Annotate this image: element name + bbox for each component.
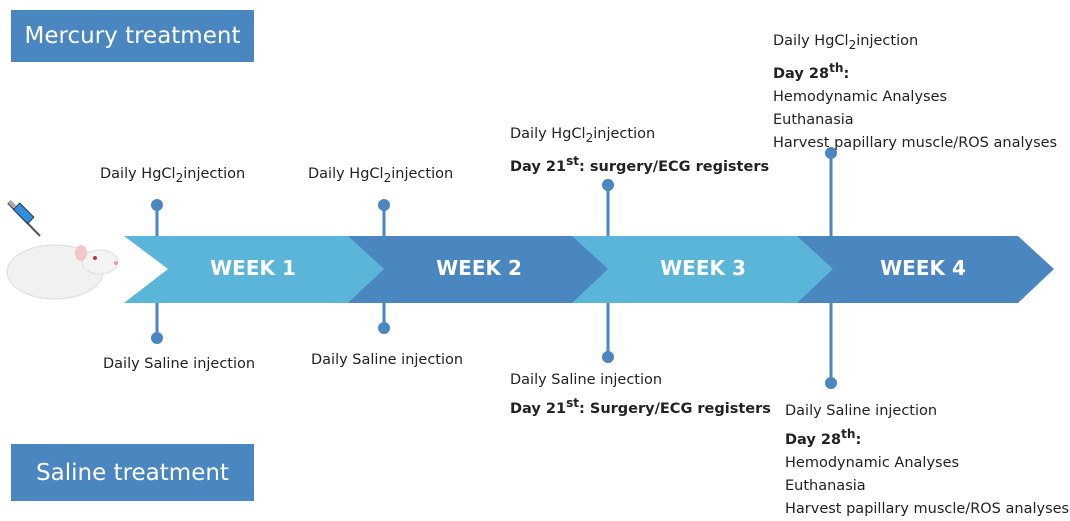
- week1-hg-text: Daily HgCl2injection: [100, 166, 246, 185]
- week-4-label: WEEK 4: [880, 256, 966, 280]
- week2-hg-text: Daily HgCl2injection: [308, 166, 454, 185]
- week3-saline-text: Daily Saline injection Day 21st: Surgery…: [510, 372, 771, 417]
- timeline-graphic: [6, 147, 1054, 389]
- saline-treatment-label: Saline treatment: [11, 444, 254, 501]
- week2-saline-text: Daily Saline injection: [311, 352, 464, 368]
- week-4-arrow: [797, 236, 1054, 303]
- week-1-arrow: [124, 236, 388, 303]
- rat-image: [6, 244, 119, 300]
- mercury-treatment-label: Mercury treatment: [11, 10, 254, 62]
- week4-saline-text: Daily Saline injection Day 28th: Hemodyn…: [785, 403, 1070, 517]
- week-1-label: WEEK 1: [210, 256, 296, 280]
- week3-hg-text: Daily HgCl2injection Day 21st: surgery/E…: [510, 126, 770, 175]
- week-2-label: WEEK 2: [436, 256, 522, 280]
- week1-saline-text: Daily Saline injection: [103, 356, 256, 372]
- week4-hg-text: Daily HgCl2injection Day 28th: Hemodynam…: [773, 33, 1058, 151]
- syringe-icon: [7, 199, 41, 237]
- week-3-arrow: [572, 236, 836, 303]
- week-3-label: WEEK 3: [660, 256, 746, 280]
- week-2-arrow: [348, 236, 612, 303]
